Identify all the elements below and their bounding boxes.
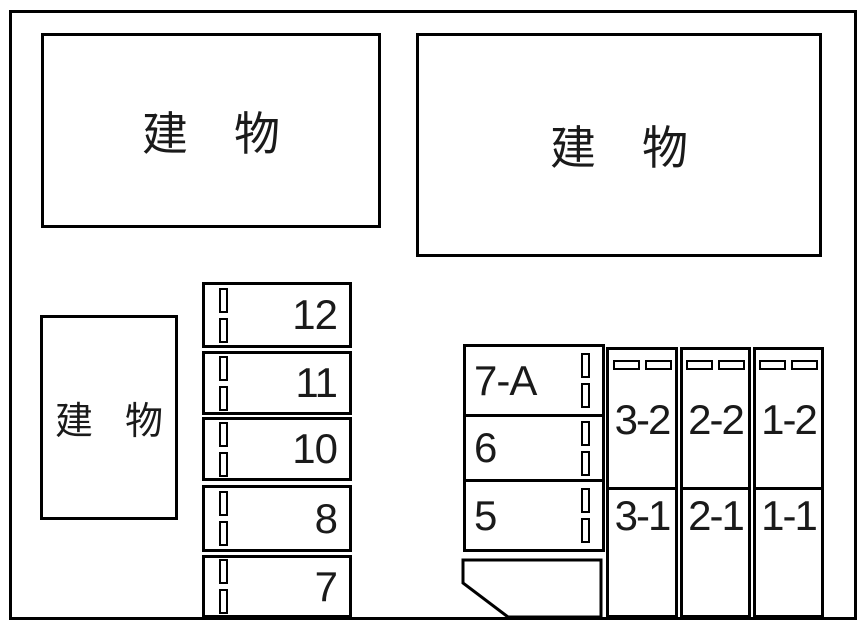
space-divider-line	[683, 487, 748, 490]
parking-divider-dashes-icon	[219, 558, 228, 615]
space-label: 10	[292, 425, 338, 472]
parking-space-7A: 7-A	[466, 347, 602, 417]
parking-column-1: 1-2 1-1	[753, 347, 824, 618]
parking-divider-dashes-icon	[581, 417, 590, 479]
space-label: 3-1	[614, 492, 672, 539]
parking-divider-dashes-icon	[609, 360, 675, 370]
parking-space-12: 12	[202, 282, 352, 348]
parking-column-2: 2-2 2-1	[680, 347, 751, 618]
space-label: 5	[474, 491, 497, 539]
space-label: 11	[295, 359, 338, 406]
space-label: 6	[474, 424, 497, 471]
parking-space-10: 10	[202, 417, 352, 481]
building-label: 建物	[142, 107, 326, 160]
parking-space-7: 7	[202, 555, 352, 618]
space-label: 3-2	[614, 396, 672, 443]
building-top-right: 建物	[416, 33, 822, 257]
space-label: 12	[292, 291, 338, 338]
parking-divider-dashes-icon	[581, 347, 590, 414]
parking-divider-dashes-icon	[219, 488, 228, 549]
building-top-left: 建物	[41, 33, 381, 228]
parking-divider-dashes-icon	[219, 354, 228, 412]
space-label: 8	[314, 494, 338, 542]
space-label: 7	[314, 562, 338, 610]
space-label: 2-1	[688, 492, 745, 539]
building-left: 建物	[40, 315, 178, 520]
parking-space-8: 8	[202, 485, 352, 552]
parking-divider-dashes-icon	[219, 285, 228, 345]
parking-divider-dashes-icon	[581, 482, 590, 549]
parking-space-6: 6	[466, 417, 602, 482]
parking-space-11: 11	[202, 351, 352, 415]
space-divider-line	[609, 487, 675, 490]
building-label: 建物	[550, 122, 734, 174]
space-label: 2-2	[688, 396, 745, 443]
parking-space-5: 5	[466, 482, 602, 549]
cut-corner-area	[461, 558, 603, 619]
space-label: 1-1	[761, 492, 818, 539]
parking-column-3: 3-2 3-1	[606, 347, 678, 618]
parking-block-south: 7-A 6 5	[463, 344, 605, 552]
parking-divider-dashes-icon	[683, 360, 748, 370]
parking-divider-dashes-icon	[219, 420, 228, 478]
space-divider-line	[756, 487, 821, 490]
space-label: 7-A	[474, 356, 537, 404]
building-label: 建物	[55, 401, 196, 443]
parking-divider-dashes-icon	[756, 360, 821, 370]
space-label: 1-2	[761, 396, 818, 443]
